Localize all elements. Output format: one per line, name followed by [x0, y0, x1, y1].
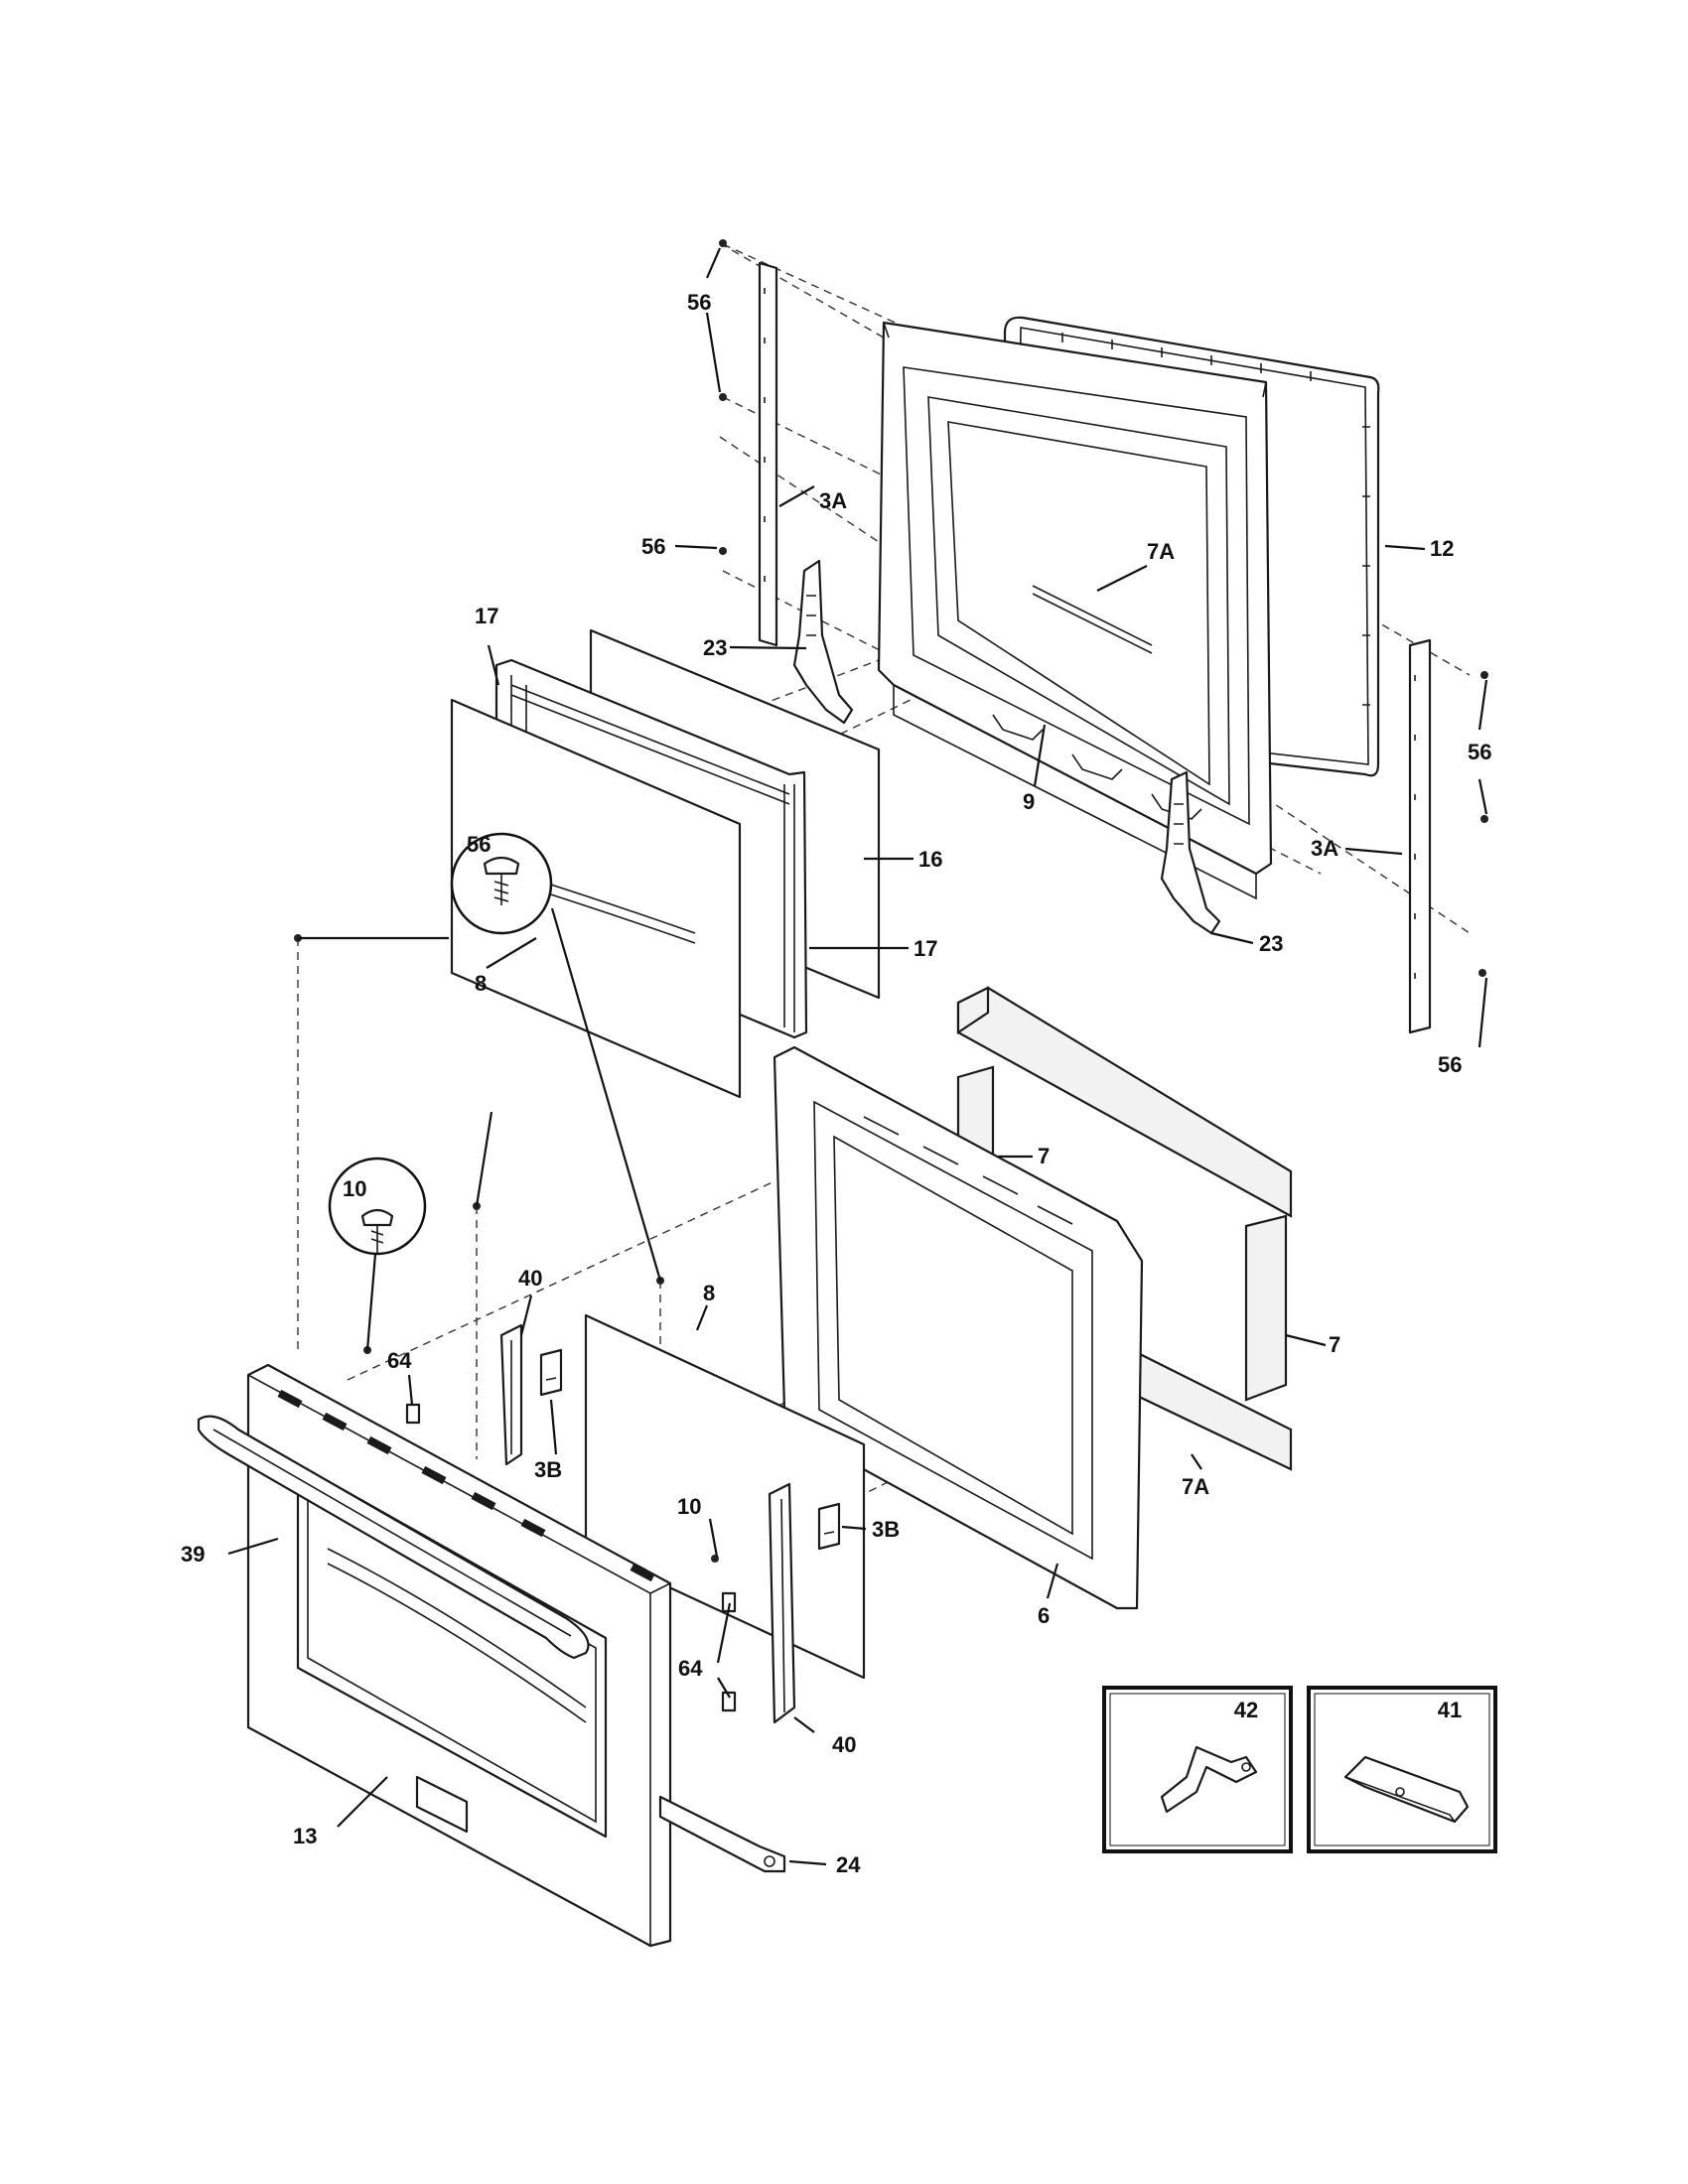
callout-7a-top: 7A	[1147, 539, 1175, 564]
callout-7-left: 7	[1038, 1144, 1050, 1168]
callout-56-right: 56	[1468, 740, 1491, 764]
inset-label-41: 41	[1438, 1698, 1462, 1722]
screws-56-upper	[719, 239, 1488, 977]
inner-door-panel-9	[877, 321, 1273, 900]
callout-23-left: 23	[703, 635, 727, 660]
callout-40-bottom: 40	[832, 1732, 856, 1757]
side-bracket-3a-left	[758, 261, 778, 647]
callout-23-right: 23	[1259, 931, 1283, 956]
callout-7-right: 7	[1329, 1332, 1340, 1357]
callout-8-top: 8	[475, 971, 487, 996]
inset-label-42: 42	[1234, 1698, 1258, 1722]
bracket-40-left	[499, 1323, 523, 1466]
callout-13: 13	[293, 1824, 317, 1848]
clip-3b-left	[539, 1348, 563, 1397]
callout-3b-left: 3B	[534, 1457, 562, 1482]
callout-12: 12	[1430, 536, 1454, 561]
callout-56-top: 56	[687, 290, 711, 315]
hinge-receiver-24	[658, 1795, 786, 1873]
stop-64-bottom	[721, 1691, 737, 1712]
callout-10-mid: 10	[677, 1494, 701, 1519]
callout-3a-left: 3A	[819, 488, 847, 513]
hinge-23-left	[792, 559, 854, 725]
callout-56-left: 56	[641, 534, 665, 559]
insulation-7-right	[1244, 1214, 1288, 1402]
glass-panel-8-lower	[584, 1313, 866, 1680]
door-liner-6	[773, 1045, 1144, 1610]
side-bracket-3a-right	[1408, 638, 1432, 1034]
detail-circle-10	[328, 1157, 427, 1256]
callout-24: 24	[836, 1852, 861, 1877]
callout-16: 16	[918, 847, 942, 872]
callout-9: 9	[1023, 789, 1035, 814]
callout-64-bottom: 64	[678, 1656, 703, 1681]
callout-17-mid: 17	[914, 936, 937, 961]
callout-3a-right: 3A	[1311, 836, 1338, 861]
clip-3b-right	[817, 1502, 841, 1551]
callout-64-top: 64	[387, 1348, 412, 1373]
callout-39: 39	[181, 1542, 205, 1567]
callout-labels: 56 3A 56 12 23 9 17 16 17 8 56 3A 23 56 …	[181, 290, 1491, 1877]
bracket-40-right	[768, 1482, 796, 1724]
callout-56-bottom-right: 56	[1438, 1052, 1462, 1077]
detail-circle-56	[450, 832, 553, 935]
inset-box-41: 41	[1307, 1686, 1497, 1853]
callout-56-circle: 56	[467, 832, 491, 857]
callout-6: 6	[1038, 1603, 1050, 1628]
insulation-7a-top	[956, 986, 1293, 1218]
callout-3b-right: 3B	[872, 1517, 900, 1542]
callout-17-top: 17	[475, 604, 498, 628]
callout-40-top: 40	[518, 1266, 542, 1291]
callout-10-circle: 10	[343, 1176, 366, 1201]
stop-64-top	[405, 1403, 421, 1425]
callout-7a-bottom: 7A	[1182, 1474, 1209, 1499]
door-handle-39	[197, 1415, 590, 1660]
leader-lines	[227, 247, 1488, 1866]
inset-box-42: 42	[1102, 1686, 1293, 1853]
callout-8-mid: 8	[703, 1281, 715, 1305]
